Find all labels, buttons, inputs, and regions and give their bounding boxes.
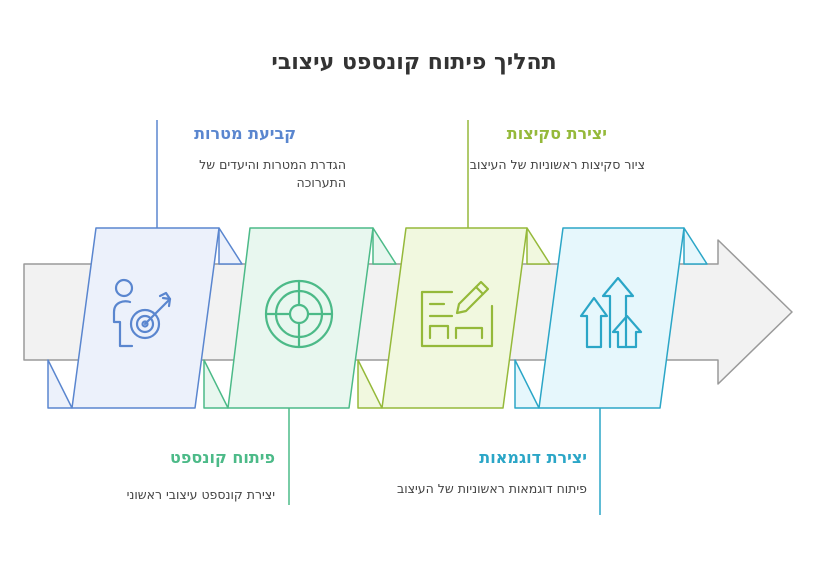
step-sketches-description: ציור סקיצות ראשוניות של העיצוב: [469, 157, 645, 172]
step-prototypes-fold: [514, 359, 540, 409]
growth-arrows-icon: [579, 276, 643, 349]
step-goals-description: הגדרת המטרות והיעדים של התערוכה: [199, 157, 346, 190]
sketch-pencil-icon: [420, 280, 494, 348]
step-goals: [47, 227, 243, 409]
person-target-icon: [112, 278, 172, 348]
step-prototypes-description: פיתוח דוגמאות ראשוניות של העיצוב: [396, 481, 587, 496]
step-sketches-panel: [381, 227, 528, 409]
step-goals-fold: [47, 359, 73, 409]
step-goals-title: קביעת מטרות: [194, 124, 296, 143]
step-concept-title: פיתוח קונספט: [169, 448, 275, 467]
step-sketches-fold: [357, 359, 383, 409]
target-wheel-icon: [264, 279, 334, 349]
step-concept-tab: [372, 227, 397, 265]
step-goals-tab: [218, 227, 243, 265]
step-goals-panel: [71, 227, 220, 409]
step-concept: [203, 227, 397, 409]
step-prototypes: [514, 227, 708, 409]
step-concept-panel: [227, 227, 374, 409]
step-prototypes-panel: [538, 227, 685, 409]
step-concept-description: יצירת קונספט עיצובי ראשוני: [126, 487, 275, 502]
step-prototypes-title: יצירת דוגמאות: [479, 448, 587, 467]
step-sketches: [357, 227, 551, 409]
step-prototypes-tab: [683, 227, 708, 265]
diagram-title: תהליך פיתוח קונספט עיצובי: [271, 50, 557, 75]
step-concept-fold: [203, 359, 229, 409]
step-sketches-title: יצירת סקיצות: [506, 124, 607, 143]
step-sketches-tab: [526, 227, 551, 265]
